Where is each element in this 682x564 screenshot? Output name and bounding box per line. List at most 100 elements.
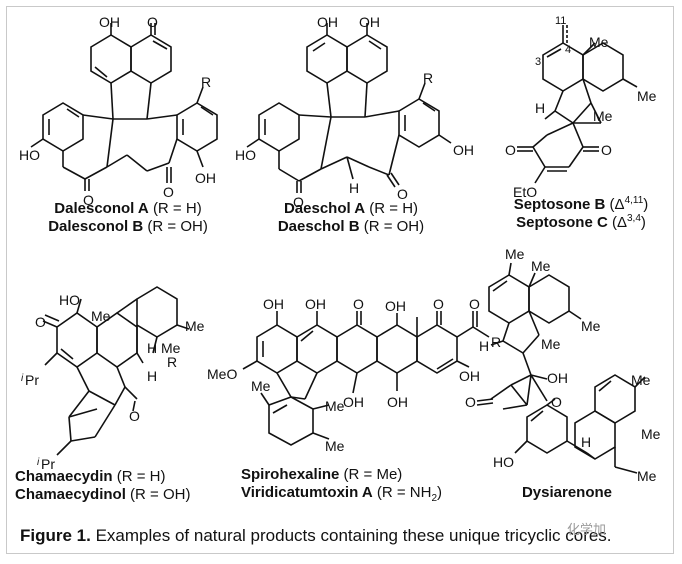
atom-label: O [505,142,516,158]
atom-label: Me [581,318,601,334]
atom-label: OH [99,14,120,30]
compound-condition: ) [640,214,646,231]
atom-label: O [83,192,94,208]
atom-label: Me [637,88,657,104]
atom-label: OH [195,170,216,186]
septosone-structure [517,25,638,184]
dysiarenone-structure [476,262,646,474]
compound-label-dysiarenone: Dysiarenone [507,484,627,502]
atom-label: HO [493,454,514,470]
compound-name: Dalesconol A [54,200,149,217]
atom-label: R [167,354,177,370]
chamaecydin-structure [42,286,190,456]
atom-label: OH [317,14,338,30]
atom-label: O [147,14,158,30]
compound-condition: (R = OH) [130,486,191,503]
atom-label: EtO [513,184,537,200]
atom-label: OH [385,298,406,314]
atom-label: OH [359,14,380,30]
watermark-text: 化学加 [567,522,607,537]
atom-label: HO [19,147,40,163]
atom-label: Me [185,318,205,334]
compound-name: Daeschol A [283,200,366,217]
atom-label: OH [387,394,408,410]
atom-label: H [479,338,489,354]
atom-label: Me [91,308,111,324]
compound-name: Chamaecydin [15,468,113,485]
spirohexaline-structure [242,311,490,446]
caption-text: Examples of natural products containing … [95,526,612,545]
compound-label-dalesconol: Dalesconol A (R = H) Dalesconol B (R = O… [23,200,233,236]
compound-name: Dysiarenone [521,484,613,501]
compound-name: Septosone C [516,214,608,231]
atom-label: Me [589,34,609,50]
atom-label: Me [325,438,345,454]
compound-condition: ) [643,196,649,213]
atom-label: O [163,184,174,200]
dalesconol-structure [30,23,218,191]
atom-label: MeO [207,366,237,382]
atom-label: OH [263,296,284,312]
atom-label: H [147,340,157,356]
atom-label: H [147,368,157,384]
atom-label: HO [59,292,80,308]
compound-name: Dalesconol B [48,218,144,235]
atom-label: Pr [41,456,55,472]
atom-label: 3 [535,56,541,68]
atom-label: i [37,457,40,468]
atom-label: Me [251,378,271,394]
atom-label: OH [305,296,326,312]
atom-label: Pr [25,372,39,388]
atom-label: Me [161,340,181,356]
compound-condition: (Δ [609,196,625,213]
atom-label: OH [459,368,480,384]
atom-label: O [353,296,364,312]
compound-condition: (Δ [611,214,627,231]
compound-label-spirohexaline: Spirohexaline (R = Me) Viridicatumtoxin … [241,466,471,504]
compound-condition-superscript: 3,4 [626,213,641,224]
atom-label: OH [343,394,364,410]
atom-label: H [581,434,591,450]
atom-label: O [129,408,140,424]
atom-label: H [535,100,545,116]
atom-label: O [465,394,476,410]
caption-label: Figure 1. [20,526,91,545]
atom-label: R [491,334,501,350]
atom-label: O [601,142,612,158]
atom-label: i [21,373,24,384]
compound-condition: ) [437,484,443,501]
compound-name: Spirohexaline [241,466,340,483]
compound-condition: (R = H) [116,468,166,485]
atom-label: Me [505,246,525,262]
atom-label: Me [637,468,657,484]
compound-label-chamaecydin: Chamaecydin (R = H) Chamaecydinol (R = O… [15,468,229,504]
figure-caption: Figure 1. Examples of natural products c… [20,526,612,546]
atom-label: HO [235,147,256,163]
compound-name: Septosone B [513,196,606,213]
atom-label: R [201,74,211,90]
atom-label: Me [593,108,613,124]
compound-condition: (R = OH) [363,218,425,235]
atom-label: Me [325,398,345,414]
compound-condition: (R = Me) [343,466,403,483]
compound-condition: (R = H) [152,200,202,217]
atom-label: Me [631,372,651,388]
atom-label: Me [541,336,561,352]
compound-condition-superscript: 4,11 [624,195,644,206]
atom-label: R [423,70,433,86]
compound-condition: (R = OH) [147,218,208,235]
structure-drawings: OH O R HO O O OH [19,14,661,484]
compound-name: Chamaecydinol [15,486,126,503]
compound-name: Daeschol B [277,218,360,235]
compound-label-septosone: Septosone B (Δ4,11) Septosone C (Δ3,4) [495,196,667,232]
compound-condition: (R = NH [376,484,432,501]
atom-label: O [469,296,480,312]
atom-label: O [35,314,46,330]
atom-label: O [293,194,304,210]
compound-name: Viridicatumtoxin A [241,484,373,501]
atom-label: Me [641,426,661,442]
compound-label-daeschol: Daeschol A (R = H) Daeschol B (R = OH) [241,200,461,236]
atom-label: O [551,394,562,410]
atom-label: O [433,296,444,312]
compound-condition-subscript: 2 [431,493,438,504]
